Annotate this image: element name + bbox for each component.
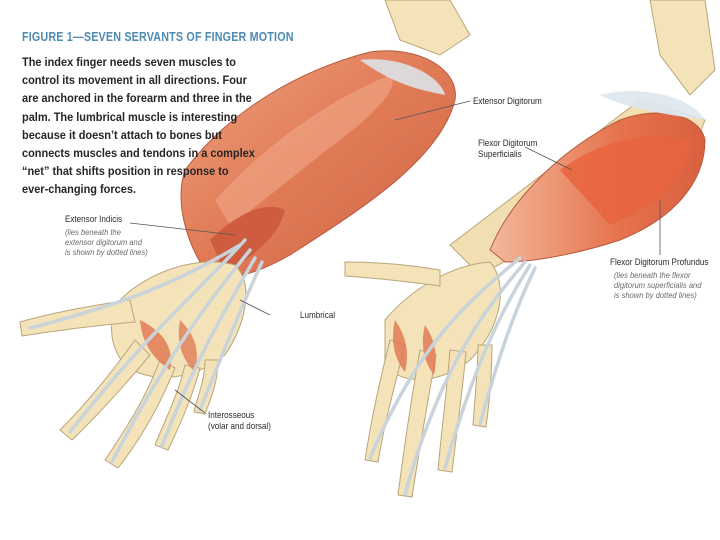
label-extensor-digitorum: Extensor Digitorum bbox=[473, 96, 542, 107]
humerus-bone-right bbox=[650, 0, 715, 95]
right-thumb bbox=[345, 262, 440, 286]
note-extensor-indicis: (lies beneath the extensor digitorum and… bbox=[65, 227, 148, 257]
label-lumbrical: Lumbrical bbox=[300, 310, 335, 321]
label-interosseous: Interosseous (volar and dorsal) bbox=[208, 410, 271, 432]
note-flexor-digitorum-profundus: (lies beneath the flexor digitorum super… bbox=[614, 270, 701, 300]
label-flexor-digitorum-superficialis: Flexor Digitorum Superficialis bbox=[478, 138, 537, 160]
label-flexor-digitorum-profundus: Flexor Digitorum Profundus bbox=[610, 257, 708, 268]
label-extensor-indicis: Extensor Indicis bbox=[65, 214, 122, 225]
figure-title: FIGURE 1—SEVEN SERVANTS OF FINGER MOTION bbox=[22, 30, 294, 44]
humerus-bone-left bbox=[385, 0, 470, 55]
figure-description: The index finger needs seven muscles to … bbox=[22, 53, 256, 199]
